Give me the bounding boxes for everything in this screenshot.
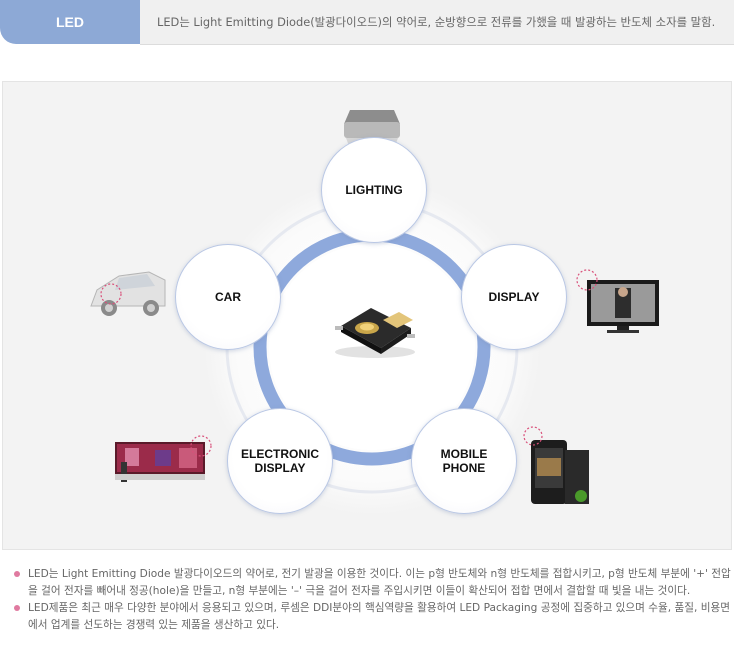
bullet-dot-icon xyxy=(14,571,20,577)
node-lighting[interactable]: LIGHTING xyxy=(321,137,427,243)
header-tab: LED xyxy=(0,0,140,44)
mobile-phone-image xyxy=(523,426,589,504)
node-car[interactable]: CAR xyxy=(175,244,281,350)
header-bar: LED는 Light Emitting Diode(발광다이오드)의 약어로, … xyxy=(140,0,734,45)
notes-list: LED는 Light Emitting Diode 발광다이오드의 약어로, 전… xyxy=(12,566,732,634)
node-car-label: CAR xyxy=(215,290,241,304)
node-display[interactable]: DISPLAY xyxy=(461,244,567,350)
header-tab-label: LED xyxy=(56,14,84,30)
node-mobile-phone-label: MOBILE PHONE xyxy=(440,447,488,475)
led-chip-image xyxy=(335,308,415,358)
electronic-billboard-image xyxy=(115,435,212,482)
node-electronic-display-label: ELECTRONIC DISPLAY xyxy=(241,447,319,475)
note-item: LED는 Light Emitting Diode 발광다이오드의 약어로, 전… xyxy=(12,566,732,600)
note-item: LED제품은 최근 매우 다양한 분야에서 응용되고 있으며, 루셈은 DDI분… xyxy=(12,600,732,634)
header-description: LED는 Light Emitting Diode(발광다이오드)의 약어로, … xyxy=(157,15,716,29)
node-lighting-label: LIGHTING xyxy=(345,183,403,197)
node-electronic-display[interactable]: ELECTRONIC DISPLAY xyxy=(227,408,333,514)
note-text: LED제품은 최근 매우 다양한 분야에서 응용되고 있으며, 루셈은 DDI분… xyxy=(28,602,730,631)
led-application-diagram: LIGHTING DISPLAY MOBILE PHONE ELECTRONIC… xyxy=(2,81,732,550)
note-text: LED는 Light Emitting Diode 발광다이오드의 약어로, 전… xyxy=(28,568,731,597)
bullet-dot-icon xyxy=(14,605,20,611)
tv-image xyxy=(576,269,659,333)
header: LED LED는 Light Emitting Diode(발광다이오드)의 약… xyxy=(0,0,734,46)
node-display-label: DISPLAY xyxy=(488,290,540,304)
car-image xyxy=(90,271,166,316)
node-mobile-phone[interactable]: MOBILE PHONE xyxy=(411,408,517,514)
